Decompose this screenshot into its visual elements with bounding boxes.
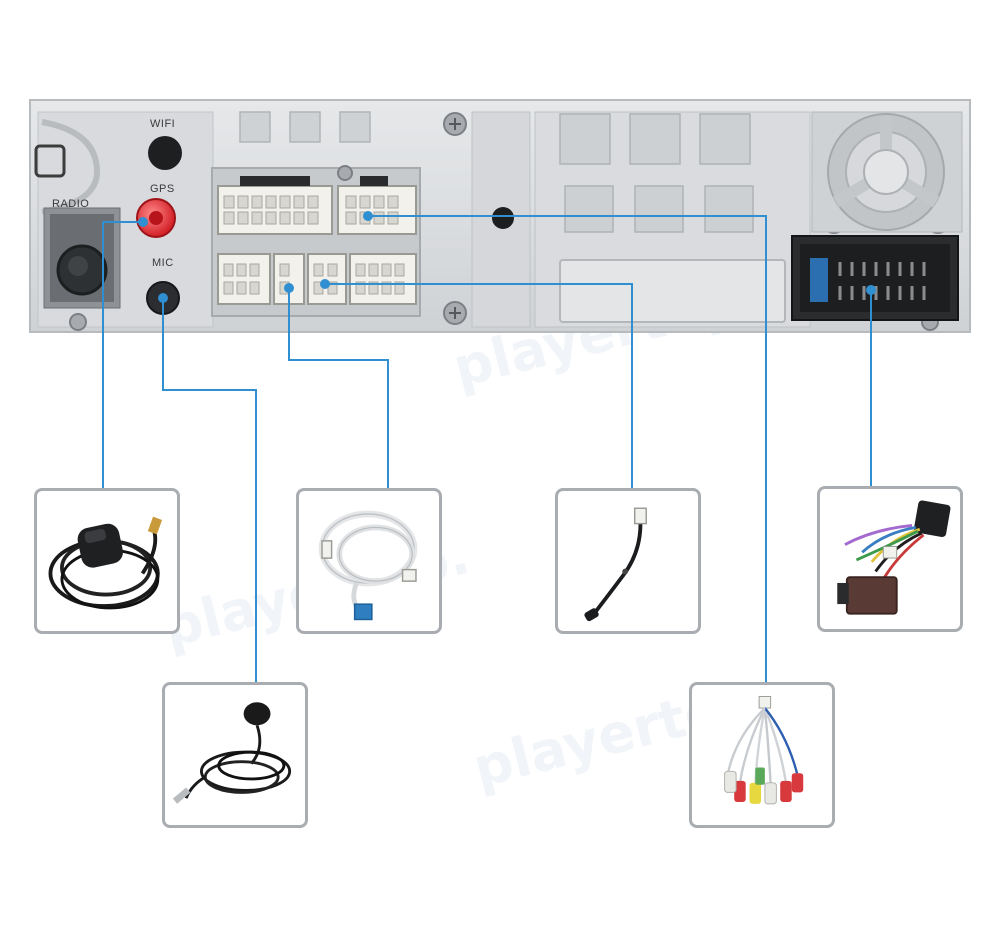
connector-top-left [217,185,333,235]
clip-slot [34,144,66,178]
connector-latch-top-right [360,176,388,186]
iso-harness-icon [837,500,951,615]
bracket-curve [41,119,101,215]
rca-harness-box [689,682,835,828]
mic-label: MIC [152,257,174,269]
radio-port-pin [68,256,88,276]
mount-hole [492,207,514,229]
line-usb [288,288,389,490]
line-adapter [325,283,633,490]
microphone-box [162,682,308,828]
label-plate [559,259,786,323]
connector-top-pins [223,195,399,225]
connector-lines [102,215,872,684]
iso-fuse [810,258,828,302]
connector-bottom-1 [217,253,271,305]
connector-dots [138,211,876,303]
wifi-port [148,136,182,170]
gps-antenna-box [34,488,180,634]
radio-label: RADIO [52,198,89,210]
gps-antenna-icon [48,516,163,610]
gps-port-center [149,211,163,225]
heat-fins-right [559,113,754,233]
wifi-label: WIFI [150,118,175,130]
adapter-cable-box [555,488,701,634]
line-mic [162,298,257,684]
iso-harness-box [817,486,963,632]
rca-harness-icon [724,696,804,805]
connector-bottom-4 [349,253,417,305]
connector-latch-top-left [240,176,310,186]
microphone-icon [172,702,292,804]
iso-pins [838,262,926,300]
heat-fins-left [239,111,371,143]
gps-label: GPS [150,183,175,195]
usb-cable-icon [318,510,418,621]
adapter-cable-icon [584,507,647,622]
line-gps [102,221,143,490]
connector-bottom-pins [223,263,405,295]
fan-hub [863,149,909,195]
line-rca [368,215,767,684]
connector-top-right [337,185,417,235]
usb-cable-box [296,488,442,634]
connector-bottom-3 [307,253,347,305]
